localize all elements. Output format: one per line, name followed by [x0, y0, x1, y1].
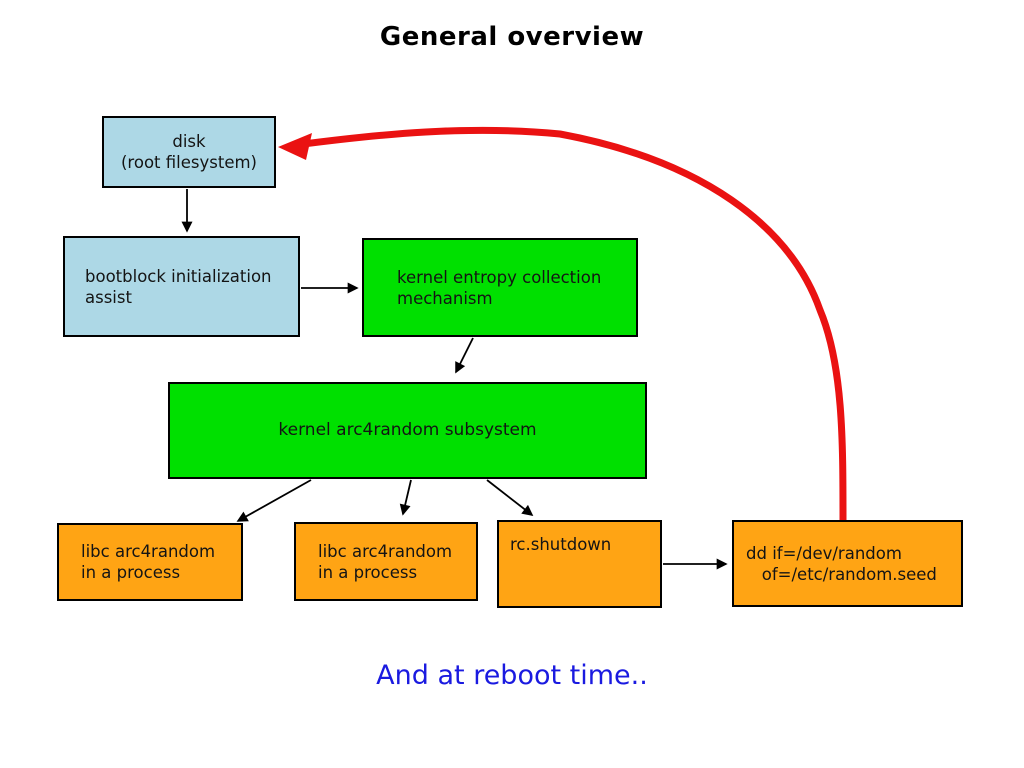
node-kernel-entropy-label: kernel entropy collection mechanism	[397, 267, 602, 308]
edge-subsystem-to-libc1	[236, 479, 312, 522]
node-libc-process-1: libc arc4random in a process	[57, 523, 243, 601]
edge-dd-to-disk-red-curve	[292, 126, 847, 525]
slide-title: General overview	[379, 22, 645, 52]
node-rc-shutdown: rc.shutdown	[497, 520, 662, 608]
node-arc4random-subsystem: kernel arc4random subsystem	[168, 382, 647, 479]
node-arc4random-subsystem-label: kernel arc4random subsystem	[278, 420, 537, 440]
node-kernel-entropy: kernel entropy collection mechanism	[362, 238, 638, 337]
node-disk-label: disk (root filesystem)	[121, 132, 257, 172]
node-bootblock: bootblock initialization assist	[63, 236, 300, 337]
edge-subsystem-to-rcshutdown	[486, 479, 534, 517]
node-dd-random-seed-label: dd if=/dev/random of=/etc/random.seed	[746, 543, 937, 584]
edge-entropy-to-subsystem	[455, 337, 474, 374]
node-disk: disk (root filesystem)	[102, 116, 276, 188]
red-arrowhead-icon	[278, 133, 312, 160]
node-rc-shutdown-label: rc.shutdown	[510, 535, 612, 554]
node-libc-process-2: libc arc4random in a process	[294, 522, 478, 601]
node-bootblock-label: bootblock initialization assist	[85, 266, 272, 307]
edge-subsystem-to-libc2	[399, 479, 412, 516]
node-libc-process-1-label: libc arc4random in a process	[81, 542, 216, 582]
node-libc-process-2-label: libc arc4random in a process	[318, 541, 453, 582]
node-dd-random-seed: dd if=/dev/random of=/etc/random.seed	[732, 520, 963, 607]
reboot-note: And at reboot time..	[376, 660, 648, 691]
